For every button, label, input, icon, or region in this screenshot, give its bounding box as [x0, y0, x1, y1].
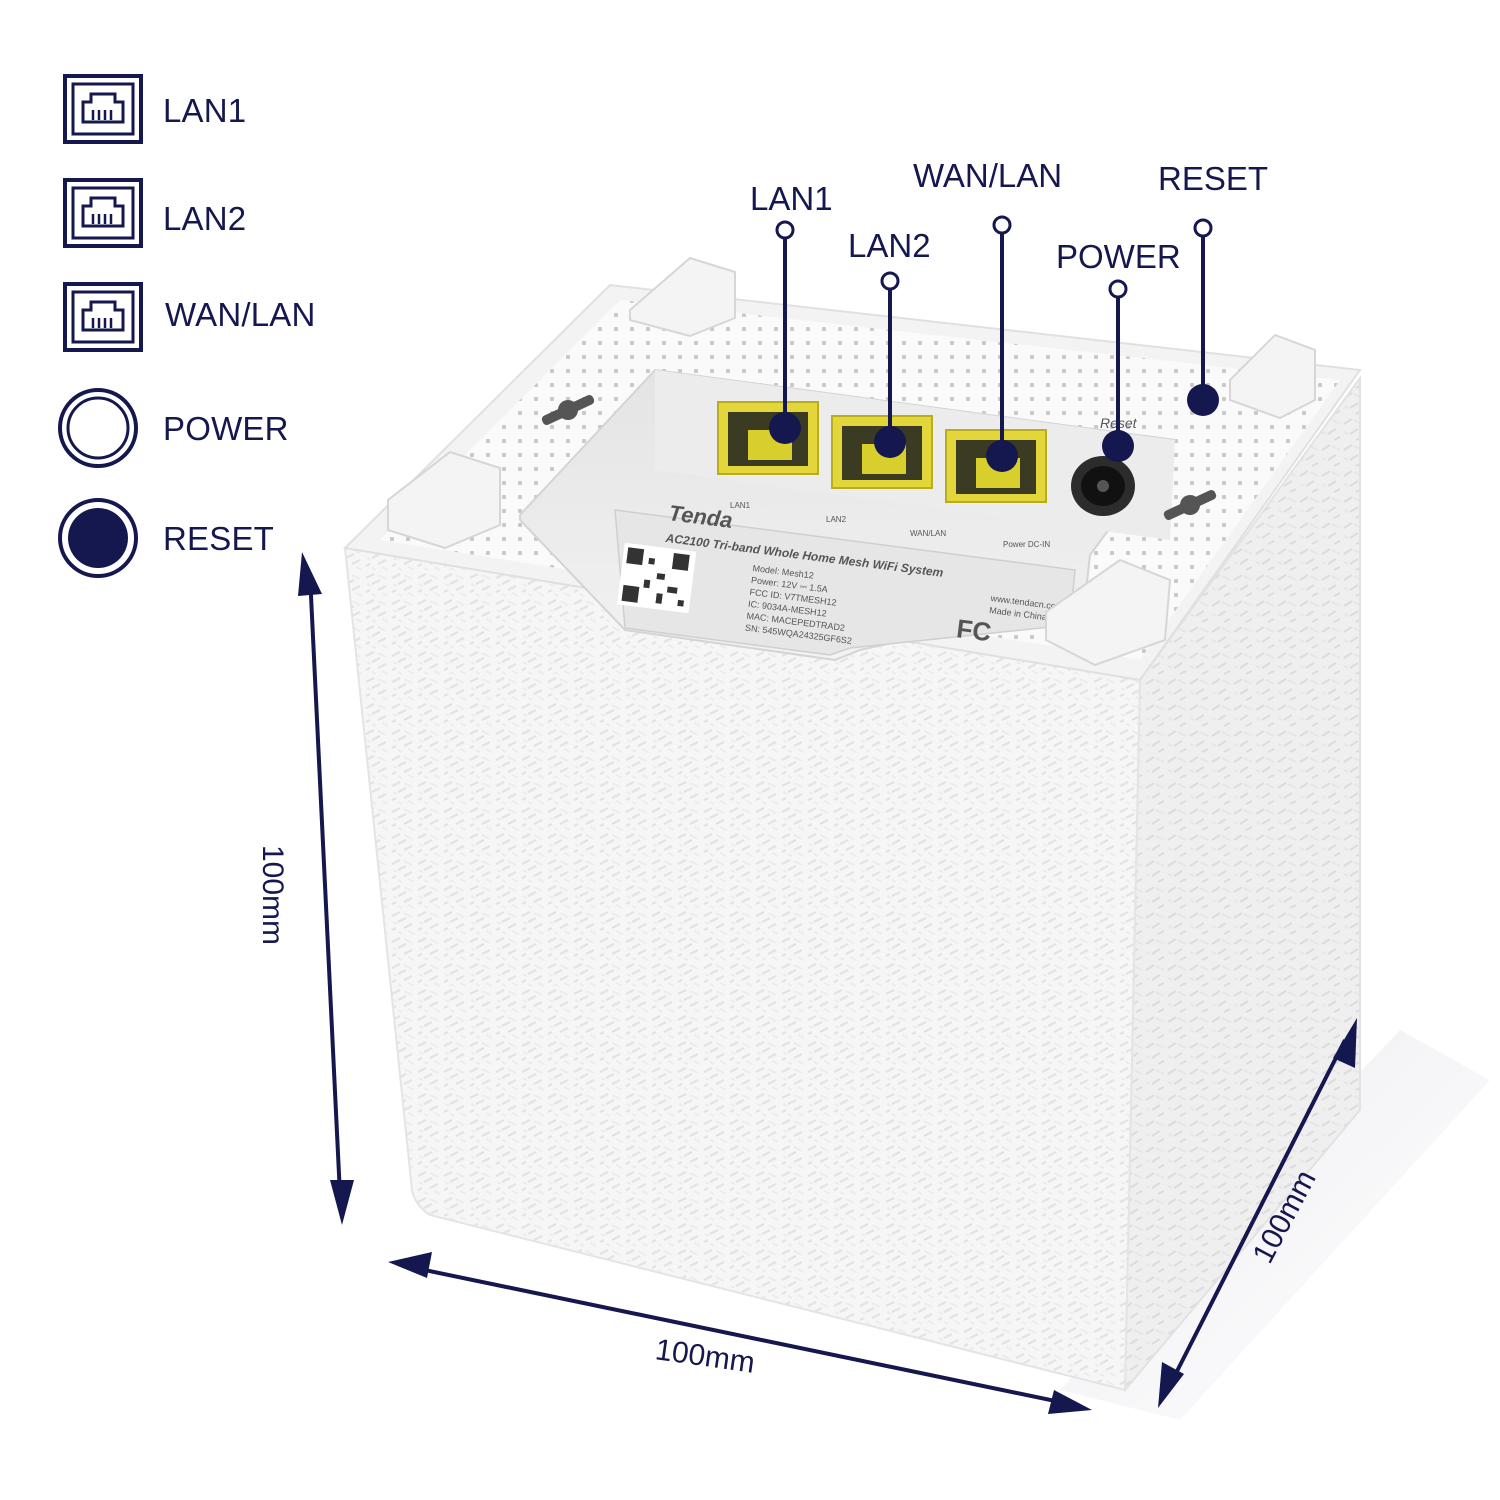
callout-ring-lan2 [880, 271, 900, 291]
power-ring-icon [58, 388, 138, 468]
callout-label-power: POWER [1056, 238, 1181, 275]
rubber-feet [387, 256, 1316, 667]
callout-ring-lan1 [775, 220, 795, 240]
callout-label-reset: RESET [1158, 160, 1269, 197]
width-arrow [388, 1252, 1092, 1414]
height-arrow [298, 552, 354, 1225]
callout-label-lan2: LAN2 [848, 227, 931, 264]
legend-label-lan2: LAN2 [163, 200, 247, 237]
ethernet-port-icon [63, 282, 143, 352]
callout-dot-power [1102, 430, 1134, 462]
legend-label-reset: RESET [163, 520, 275, 557]
legend-label-wanlan: WAN/LAN [165, 296, 316, 333]
port-caption-lan1: LAN1 [730, 501, 751, 510]
callout-dot-wanlan [986, 440, 1018, 472]
callout-ring-power [1108, 279, 1128, 299]
depth-arrow [1158, 1018, 1357, 1408]
callout-dot-lan2 [874, 426, 906, 458]
port-caption-wanlan: WAN/LAN [910, 529, 946, 538]
legend-label-lan1: LAN1 [163, 92, 247, 129]
port-caption-lan2: LAN2 [826, 515, 847, 524]
fcc-logo-icon: FC [955, 613, 993, 647]
callout-ring-wanlan [992, 215, 1012, 235]
ethernet-port-icon [63, 178, 143, 248]
callout-dot-lan1 [769, 412, 801, 444]
device-front-face [343, 546, 1142, 1392]
dimension-arrows [298, 552, 1357, 1414]
callout-label-lan1: LAN1 [750, 180, 833, 217]
keyhole-mount-left [541, 394, 595, 426]
ethernet-port-lan1 [717, 401, 819, 475]
callout-rings [775, 215, 1213, 299]
ethernet-port-icon [63, 74, 143, 144]
callout-dots [769, 384, 1219, 472]
qr-code-icon [617, 542, 697, 614]
callout-ring-reset [1193, 218, 1213, 238]
callout-label-wanlan: WAN/LAN [913, 157, 1063, 194]
label-sticker [614, 509, 1076, 656]
dimension-label-height: 100mm [256, 844, 290, 946]
foot-front-right [1045, 558, 1172, 667]
port-caption-power: Power DC-IN [1003, 540, 1050, 549]
callout-dot-reset [1187, 384, 1219, 416]
callout-lines [783, 232, 1205, 455]
reset-dot-icon [58, 498, 138, 578]
foot-back-left [629, 256, 736, 338]
foot-back-right [1229, 333, 1316, 420]
power-jack [1071, 456, 1135, 516]
keyhole-mount-right [1163, 489, 1217, 521]
foot-front-left [387, 450, 501, 550]
legend-icons [58, 74, 143, 578]
legend-label-power: POWER [163, 410, 289, 447]
